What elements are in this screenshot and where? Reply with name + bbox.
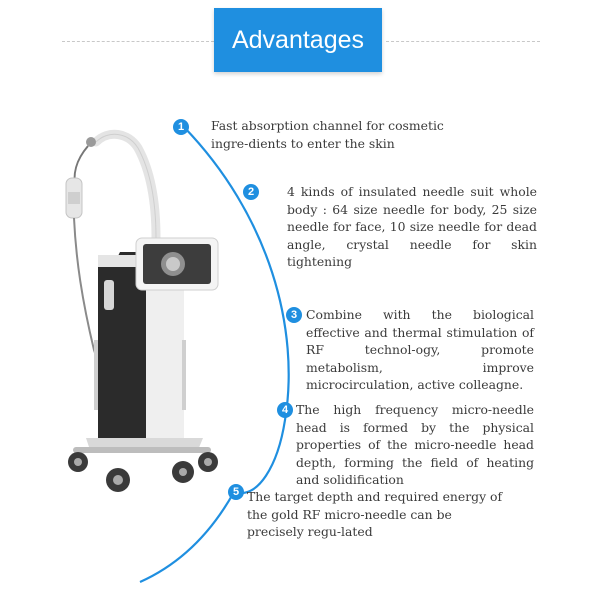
advantage-text: 4 kinds of insulated needle suit whole b… (287, 184, 537, 269)
advantage-number-badge: 1 (173, 119, 189, 135)
header-divider-left (62, 41, 214, 42)
page-title: Advantages (214, 8, 382, 72)
advantage-text: Fast absorption channel for cosmetic ing… (211, 118, 444, 151)
advantage-text: The high frequency micro-needle head is … (296, 402, 534, 487)
advantage-text: Combine with the biological effective an… (306, 307, 534, 392)
advantage-text: The target depth and required energy of … (247, 489, 503, 539)
advantage-number-badge: 3 (286, 307, 302, 323)
header-divider-right (386, 41, 540, 42)
advantage-number-badge: 2 (243, 184, 259, 200)
advantage-number-badge: 4 (277, 402, 293, 418)
rf-microneedle-machine-image (65, 129, 219, 492)
advantage-number-badge: 5 (228, 484, 244, 500)
